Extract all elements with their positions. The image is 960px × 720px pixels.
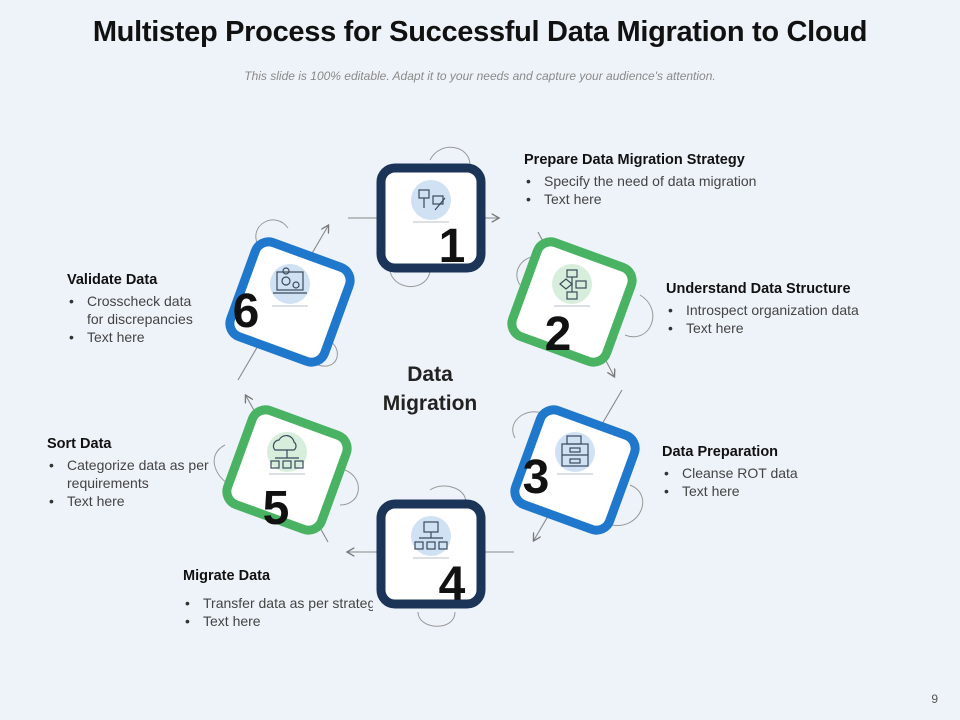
page-number: 9 <box>931 692 938 706</box>
cloud-network-icon <box>267 432 307 475</box>
page-title: Multistep Process for Successful Data Mi… <box>92 16 868 48</box>
step-1-text: Prepare Data Migration Strategy Specify … <box>524 152 756 208</box>
step-4-tile: 4 <box>376 499 486 611</box>
center-label-line1: Data <box>407 363 453 386</box>
step-5-title: Sort Data <box>47 436 112 452</box>
step-5-tile: 5 <box>222 405 352 535</box>
step-6-bullet-1: Crosscheck data for discrepancies <box>67 292 207 328</box>
step-5-number: 5 <box>263 482 290 535</box>
flowchart-icon <box>552 264 592 307</box>
step-2-bullet-1: Introspect organization data <box>666 301 859 319</box>
step-6-title: Validate Data <box>67 272 158 288</box>
step-6-tile: 6 <box>225 237 355 367</box>
step-3-bullet-1: Cleanse ROT data <box>662 464 798 482</box>
step-4-text: Migrate Data Transfer data as per strate… <box>183 568 373 630</box>
laptop-settings-icon <box>270 264 310 307</box>
step-6-number: 6 <box>233 285 260 338</box>
step-3-tile: 3 <box>510 405 640 535</box>
step-1-number: 1 <box>439 220 466 273</box>
step-2-title: Understand Data Structure <box>666 281 851 297</box>
step-4-title: Migrate Data <box>183 568 271 584</box>
step-4-bullet-2: Text here <box>183 612 373 630</box>
step-5-text: Sort Data Categorize data as per require… <box>47 436 217 510</box>
step-1-title: Prepare Data Migration Strategy <box>524 152 745 168</box>
step-2-tile: 2 <box>507 237 637 367</box>
step-2-bullet-2: Text here <box>666 319 859 337</box>
folder-network-icon <box>411 516 451 559</box>
flowchart-pencil-icon <box>411 180 451 223</box>
step-1-bullet-1: Specify the need of data migration <box>524 172 756 190</box>
step-5-bullet-2: Text here <box>47 492 217 510</box>
step-1-bullet-2: Text here <box>524 190 756 208</box>
step-1-tile: 1 <box>376 163 486 273</box>
step-6-text: Validate Data Crosscheck data for discre… <box>67 272 207 346</box>
step-3-text: Data Preparation Cleanse ROT data Text h… <box>662 444 798 500</box>
step-3-title: Data Preparation <box>662 444 779 460</box>
step-4-bullet-1: Transfer data as per strategy <box>183 594 373 612</box>
step-6-bullet-2: Text here <box>67 328 207 346</box>
center-label-line2: Migration <box>382 392 478 415</box>
step-5-bullet-1: Categorize data as per requirements <box>47 456 217 492</box>
step-3-bullet-2: Text here <box>662 482 798 500</box>
step-tiles: 1 2 3 4 5 6 <box>222 163 640 611</box>
center-label: Data Migration <box>360 360 500 418</box>
step-2-number: 2 <box>545 308 572 361</box>
step-2-text: Understand Data Structure Introspect org… <box>666 281 859 337</box>
step-3-number: 3 <box>523 451 550 504</box>
file-cabinet-icon <box>555 432 595 475</box>
page-subtitle: This slide is 100% editable. Adapt it to… <box>244 69 716 83</box>
step-4-number: 4 <box>439 558 466 611</box>
